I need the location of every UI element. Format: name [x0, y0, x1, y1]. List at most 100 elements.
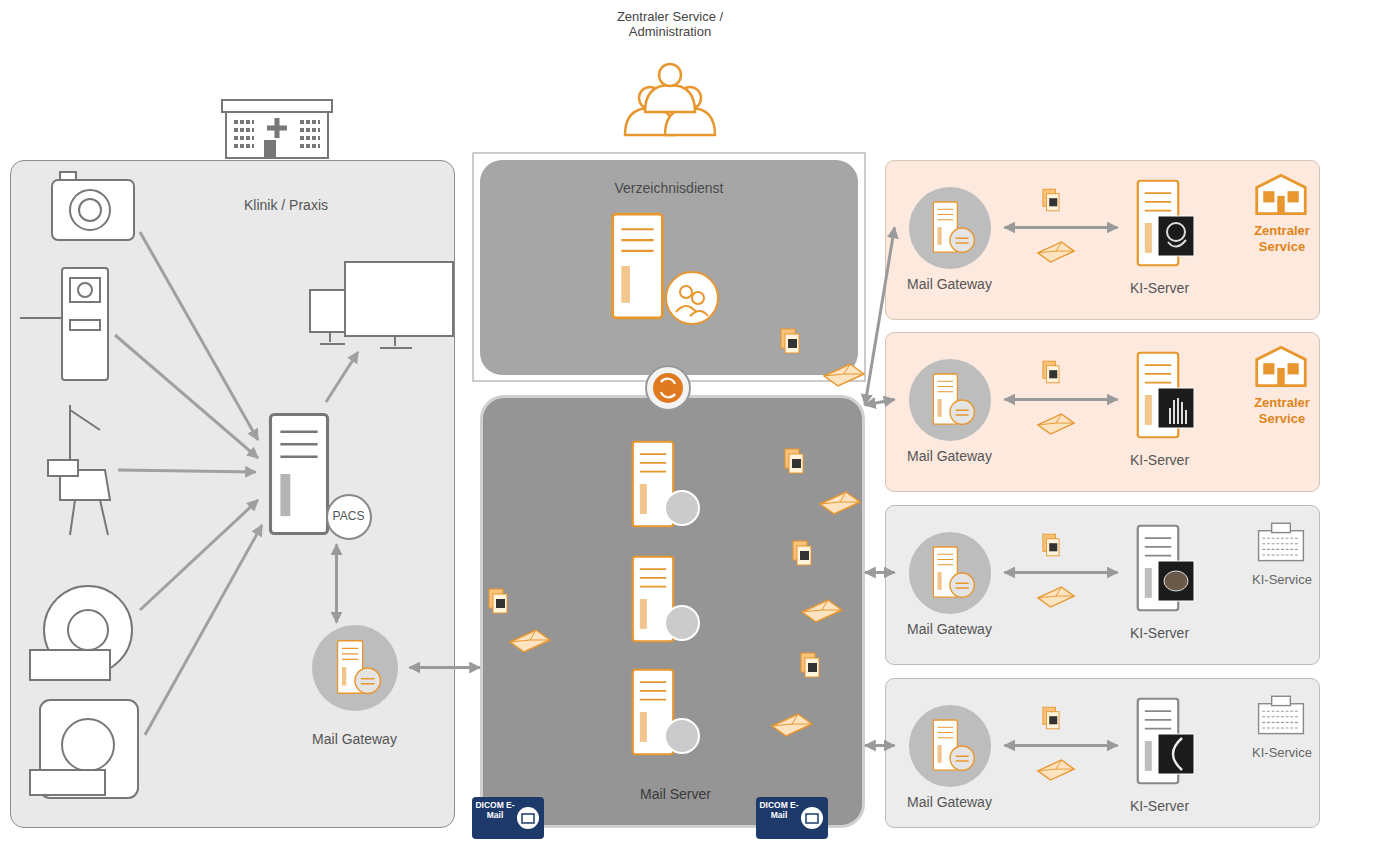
message-icons — [772, 714, 812, 736]
message-connector — [865, 744, 895, 747]
mail-servers — [665, 491, 699, 525]
pacs-server — [327, 495, 371, 539]
directory-server — [613, 214, 663, 318]
label-slot: DICOM E-Mail — [475, 801, 515, 821]
right-service-4 — [1173, 738, 1182, 770]
directory-server — [666, 272, 718, 324]
device-arrows — [115, 335, 258, 458]
right-service-1 — [1138, 181, 1178, 265]
node-label: Zentraler Service — [1242, 223, 1322, 254]
directory-box: Verzeichnisdienst — [480, 160, 858, 375]
admin-people — [625, 108, 675, 135]
gateway-icon — [312, 625, 398, 711]
message-connector — [1005, 744, 1118, 747]
mail-server-box: Mail Server — [480, 395, 865, 828]
device-arrows — [115, 232, 358, 735]
message-icons — [510, 630, 550, 652]
service-box: KI-ServiceMail Gateway KI-Server — [885, 678, 1320, 828]
modality-devices — [70, 320, 100, 330]
directory-server — [680, 286, 692, 298]
ki-server: KI-Server — [1118, 172, 1202, 304]
mail-gateway: Mail Gateway — [895, 531, 1005, 643]
modality-devices — [52, 180, 134, 240]
sync-symbol — [646, 366, 690, 410]
right-service-2 — [909, 359, 991, 441]
device-arrows — [118, 470, 256, 472]
ki-server: KI-Server — [1118, 690, 1202, 822]
node-label: KI-Service — [1242, 745, 1322, 761]
admin-people — [679, 87, 701, 109]
node-label: PACS — [328, 509, 370, 523]
node-label: Mail Gateway — [895, 276, 1005, 293]
right-service-2 — [1158, 388, 1194, 428]
monitors — [380, 336, 412, 348]
monitors — [310, 290, 365, 332]
right-service-1 — [909, 175, 1305, 269]
admin-heading: Zentraler Service / Administration — [585, 10, 755, 40]
right-service-3 — [1259, 523, 1304, 560]
message-icons — [489, 589, 507, 613]
right-service-1 — [1257, 175, 1306, 213]
ki-server: KI-Server — [1118, 344, 1202, 476]
right-service-4 — [1043, 707, 1059, 729]
klinik-building — [226, 112, 328, 158]
node-label: Mail Gateway — [300, 731, 410, 748]
message-icons — [793, 541, 811, 565]
message-connector — [865, 228, 895, 406]
dicom-badges — [801, 807, 823, 829]
dicom-badges — [472, 797, 828, 839]
pacs-server — [270, 414, 371, 539]
directory-server — [676, 306, 708, 316]
message-icons — [802, 600, 842, 622]
node-label: Mail Gateway — [895, 621, 1005, 638]
modality-devices — [78, 283, 92, 297]
device-arrows — [326, 352, 358, 402]
device-arrows — [140, 232, 258, 440]
modality-devices — [30, 770, 105, 795]
message-icons — [824, 364, 864, 386]
node-label: KI-Service — [1242, 572, 1322, 588]
klinik-building — [264, 140, 276, 158]
klinik-building — [222, 100, 332, 112]
message-connector — [865, 571, 895, 574]
message-connector — [865, 400, 895, 406]
klinik-building — [222, 100, 332, 158]
message-connector — [1005, 226, 1118, 229]
mail-servers — [633, 442, 673, 526]
klinik-building — [267, 118, 287, 138]
mail-servers — [665, 606, 699, 640]
monitors — [345, 262, 453, 336]
sync-symbol — [653, 373, 683, 403]
right-service-3 — [1038, 587, 1074, 607]
right-service-1 — [1167, 223, 1185, 241]
message-connector — [1005, 571, 1118, 574]
modality-devices — [40, 700, 138, 798]
node-label: KI-Server — [1118, 452, 1202, 469]
directory-server — [613, 214, 718, 324]
ki-server: KI-Server — [1118, 517, 1202, 649]
message-connector — [1005, 398, 1118, 401]
device-arrows — [140, 500, 258, 610]
right-service-4 — [1259, 696, 1304, 733]
message-connector — [410, 666, 481, 669]
device-arrows — [145, 525, 262, 735]
dicom-badges — [756, 797, 828, 839]
node-label: Verzeichnisdienst — [480, 180, 858, 197]
right-service-4 — [1158, 734, 1194, 774]
modality-devices — [60, 405, 110, 535]
sync-symbol — [661, 379, 675, 398]
right-service-4 — [1138, 699, 1178, 783]
admin-people — [639, 87, 661, 109]
modality-devices — [62, 719, 114, 771]
pacs-server: PACS — [262, 405, 374, 545]
modality-devices — [60, 172, 76, 180]
right-service-1 — [1168, 240, 1186, 247]
service-box: Zentraler ServiceMail GatewayKI-Server — [885, 332, 1320, 492]
message-icons — [781, 329, 799, 353]
sync-symbol — [646, 366, 690, 410]
node-label: Mail Gateway — [895, 794, 1005, 811]
clinic-panel: Klinik / PraxisPACSMail Gateway — [10, 160, 455, 828]
right-service-4 — [909, 696, 1303, 787]
message-icons — [489, 329, 864, 736]
dicom-badges — [806, 814, 818, 823]
